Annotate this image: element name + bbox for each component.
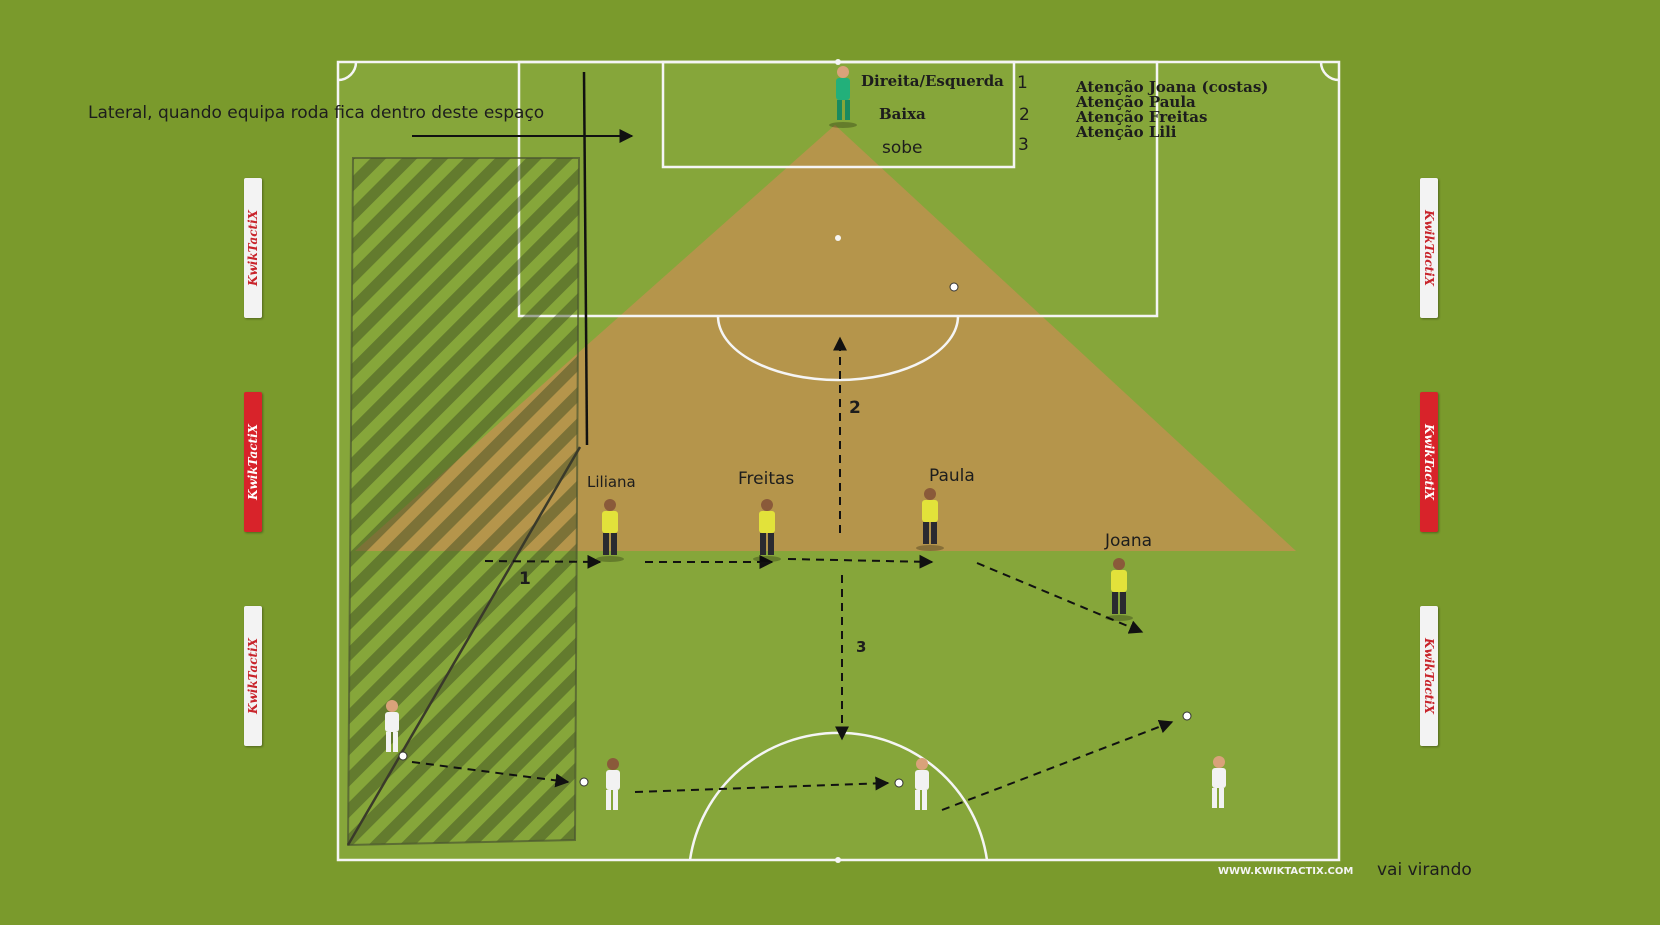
label-liliana: Liliana xyxy=(587,473,636,491)
ball xyxy=(1182,711,1192,721)
defender-liliana-figure xyxy=(596,499,624,562)
arrow-1 xyxy=(484,554,602,569)
attention-note: Atenção Paula xyxy=(1076,93,1196,111)
movement-arrows xyxy=(411,336,1174,811)
gk-call-number-1: 1 xyxy=(1017,73,1028,93)
label-freitas: Freitas xyxy=(738,469,795,489)
boundary-line xyxy=(582,71,589,446)
goalkeeper xyxy=(829,66,857,128)
gk-call-number-2: 2 xyxy=(1019,105,1030,125)
board-left-middle: KwikTactiX xyxy=(244,392,262,532)
pass-2 xyxy=(634,776,890,793)
label-joana: Joana xyxy=(1105,531,1153,551)
attacker-1 xyxy=(385,700,408,761)
attention-note: Atenção Freitas xyxy=(1076,108,1208,126)
gk-call-number-3: 3 xyxy=(1018,135,1029,155)
arrow-number-2: 2 xyxy=(849,398,861,418)
board-right-bottom: KwikTactiX xyxy=(1420,606,1438,746)
attention-note: Atenção Joana (costas) xyxy=(1076,78,1269,96)
attacker-4 xyxy=(1212,756,1226,808)
gk-call-3: sobe xyxy=(882,138,923,158)
gk-call-2: Baixa xyxy=(879,105,926,123)
arrow-paula-joana xyxy=(976,562,1144,634)
watermark: WWW.KWIKTACTIX.COM xyxy=(1218,866,1354,877)
wing-zone xyxy=(346,157,581,847)
defender-joana-figure xyxy=(1105,558,1133,621)
goal-mark xyxy=(835,59,841,65)
ball-box xyxy=(949,282,959,292)
attacker-2 xyxy=(579,758,620,810)
wing-diagonal xyxy=(346,446,582,846)
label-paula: Paula xyxy=(929,466,975,486)
turning-note: vai virando xyxy=(1377,860,1472,880)
attention-note: Atenção Lili xyxy=(1076,123,1177,141)
arrow-freitas-paula xyxy=(787,554,934,569)
penalty-spot xyxy=(835,235,841,241)
arrow-number-3: 3 xyxy=(856,638,867,656)
center-mark xyxy=(835,857,841,863)
pass-1 xyxy=(411,761,570,788)
defender-paula-figure xyxy=(916,488,944,551)
instruction-note: Lateral, quando equipa roda fica dentro … xyxy=(88,103,545,123)
attention-notes: Atenção Joana (costas) Atenção Paula Ate… xyxy=(1076,80,1268,140)
board-right-middle: KwikTactiX xyxy=(1420,392,1438,532)
attacker-3 xyxy=(894,758,929,810)
coverage-zone xyxy=(355,125,1296,551)
defender-freitas-figure xyxy=(753,499,781,562)
arrow-number-1: 1 xyxy=(519,569,531,589)
board-left-bottom: KwikTactiX xyxy=(244,606,262,746)
board-left-top: KwikTactiX xyxy=(244,178,262,318)
attackers xyxy=(385,700,1226,810)
board-right-top: KwikTactiX xyxy=(1420,178,1438,318)
gk-call-1: Direita/Esquerda xyxy=(861,72,1004,90)
